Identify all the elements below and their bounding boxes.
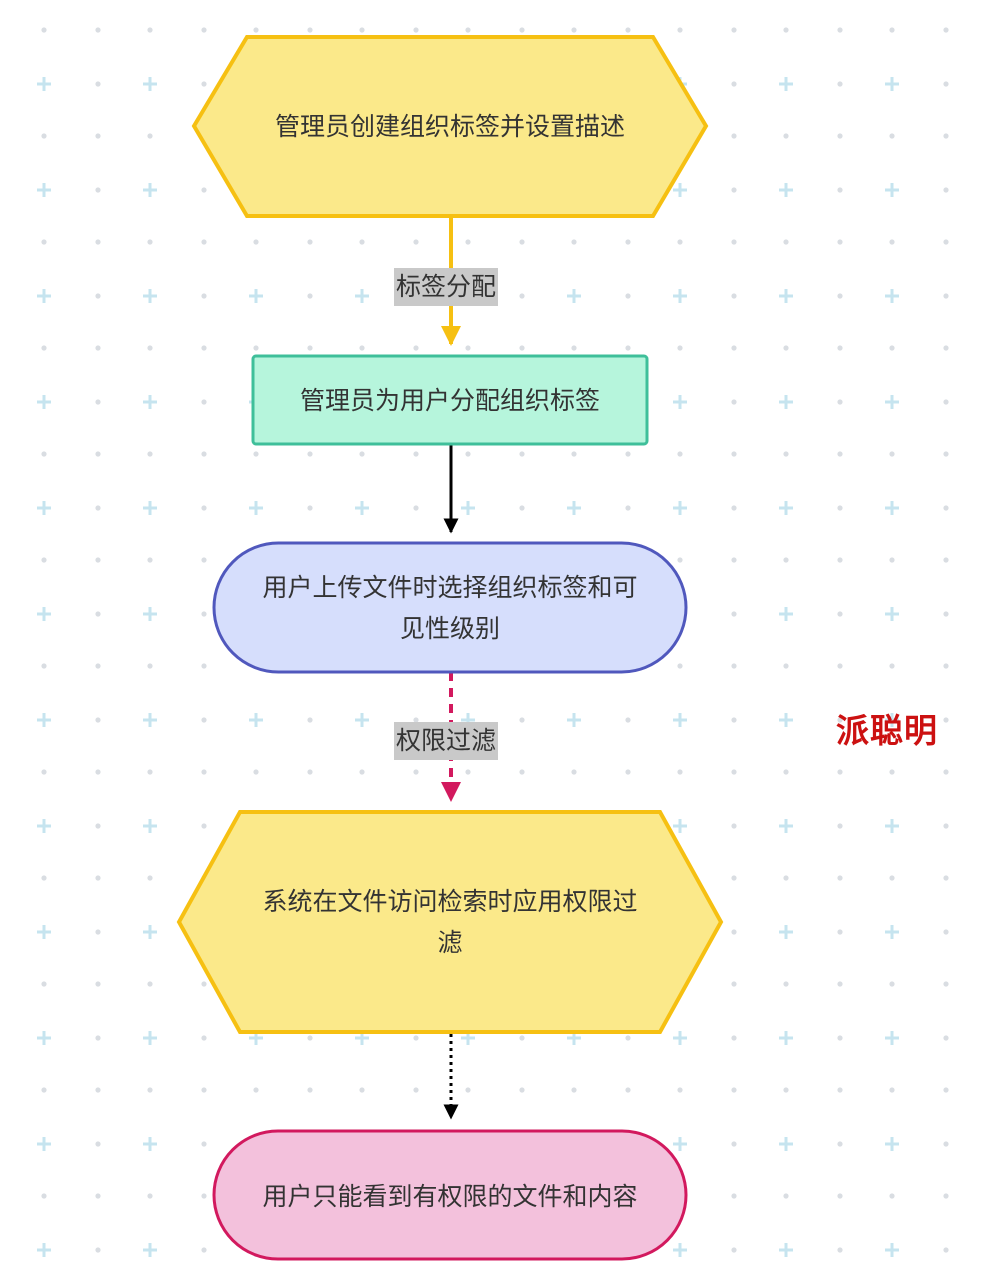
edge-label-permission-filter: 权限过滤 xyxy=(394,722,499,760)
node-text: 用户只能看到有权限的文件和内容 xyxy=(262,1181,638,1211)
node-hexagon-create-tag xyxy=(191,35,709,218)
node-text: 用户上传文件时选择组织标签和可见性级别 xyxy=(262,573,638,643)
node-label-upload: 用户上传文件时选择组织标签和可见性级别 xyxy=(252,566,648,650)
edge-label-tag-assign: 标签分配 xyxy=(394,268,499,306)
node-text: 系统在文件访问检索时应用权限过滤 xyxy=(262,887,638,957)
watermark-text: 派聪明 xyxy=(836,711,938,750)
node-label-create-tag: 管理员创建组织标签并设置描述 xyxy=(240,86,660,166)
node-stadium-result xyxy=(212,1129,688,1261)
node-hexagon-filter xyxy=(176,810,724,1034)
node-label-assign-tag: 管理员为用户分配组织标签 xyxy=(260,360,640,440)
node-text: 管理员创建组织标签并设置描述 xyxy=(274,111,625,141)
node-label-filter: 系统在文件访问检索时应用权限过滤 xyxy=(252,880,648,964)
node-label-result: 用户只能看到有权限的文件和内容 xyxy=(252,1154,648,1238)
node-stadium-upload xyxy=(212,541,688,674)
node-text: 管理员为用户分配组织标签 xyxy=(299,385,600,415)
node-rect-assign-tag xyxy=(251,354,649,446)
